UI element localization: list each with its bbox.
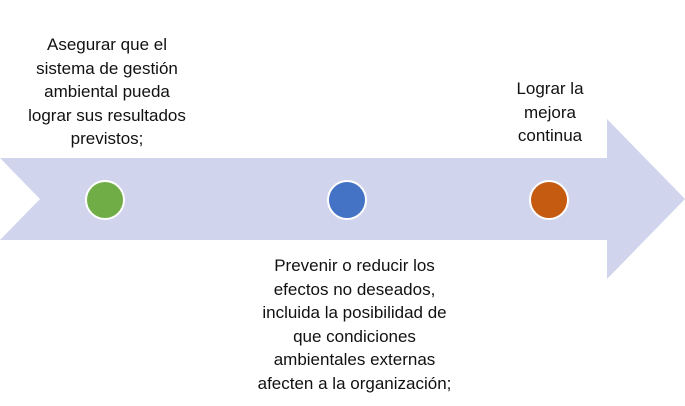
milestone-dot-1 [85,180,125,220]
milestone-label-3: Lograr la mejora continua [516,79,584,145]
milestone-dot-2 [327,180,367,220]
milestone-dot-3 [529,180,569,220]
milestone-label-2: Prevenir o reducir los efectos no desead… [257,256,452,393]
milestone-label-1: Asegurar que el sistema de gestión ambie… [28,35,186,148]
